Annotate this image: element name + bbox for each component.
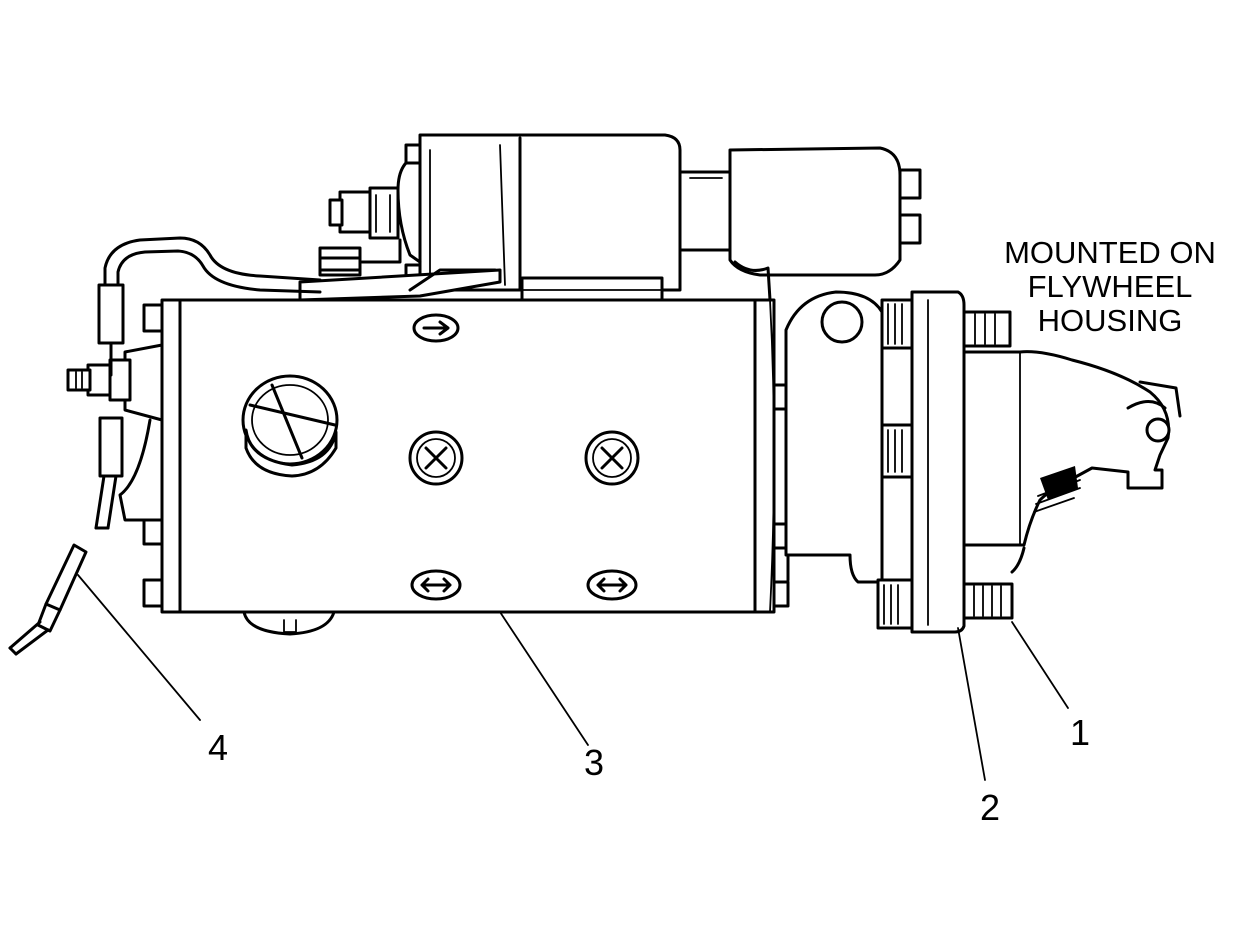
bottom-foot [242,610,336,636]
callout-leaders [77,574,1069,781]
lead-connector-pin [8,543,88,656]
pinion-drive-housing [962,350,1182,574]
field-pole-screws [408,313,640,601]
motor-frame [142,298,790,614]
mounting-flange [876,290,966,634]
solenoid-terminal-stud [328,186,400,240]
brush-end-terminal [66,343,164,522]
drive-housing [784,290,884,584]
callout-3: 3 [584,742,604,783]
mount-note-line-2: FLYWHEEL [1028,269,1193,304]
callout-4: 4 [208,727,228,768]
lead-wire [94,236,322,530]
callout-1: 1 [1070,712,1090,753]
inspection-plug [241,374,339,478]
connector-strap [298,238,502,302]
callout-2: 2 [980,787,1000,828]
mount-note: MOUNTED ON FLYWHEEL HOUSING [1004,235,1216,338]
mount-note-line-3: HOUSING [1038,303,1183,338]
solenoid [396,133,922,302]
mount-note-line-1: MOUNTED ON [1004,235,1216,270]
